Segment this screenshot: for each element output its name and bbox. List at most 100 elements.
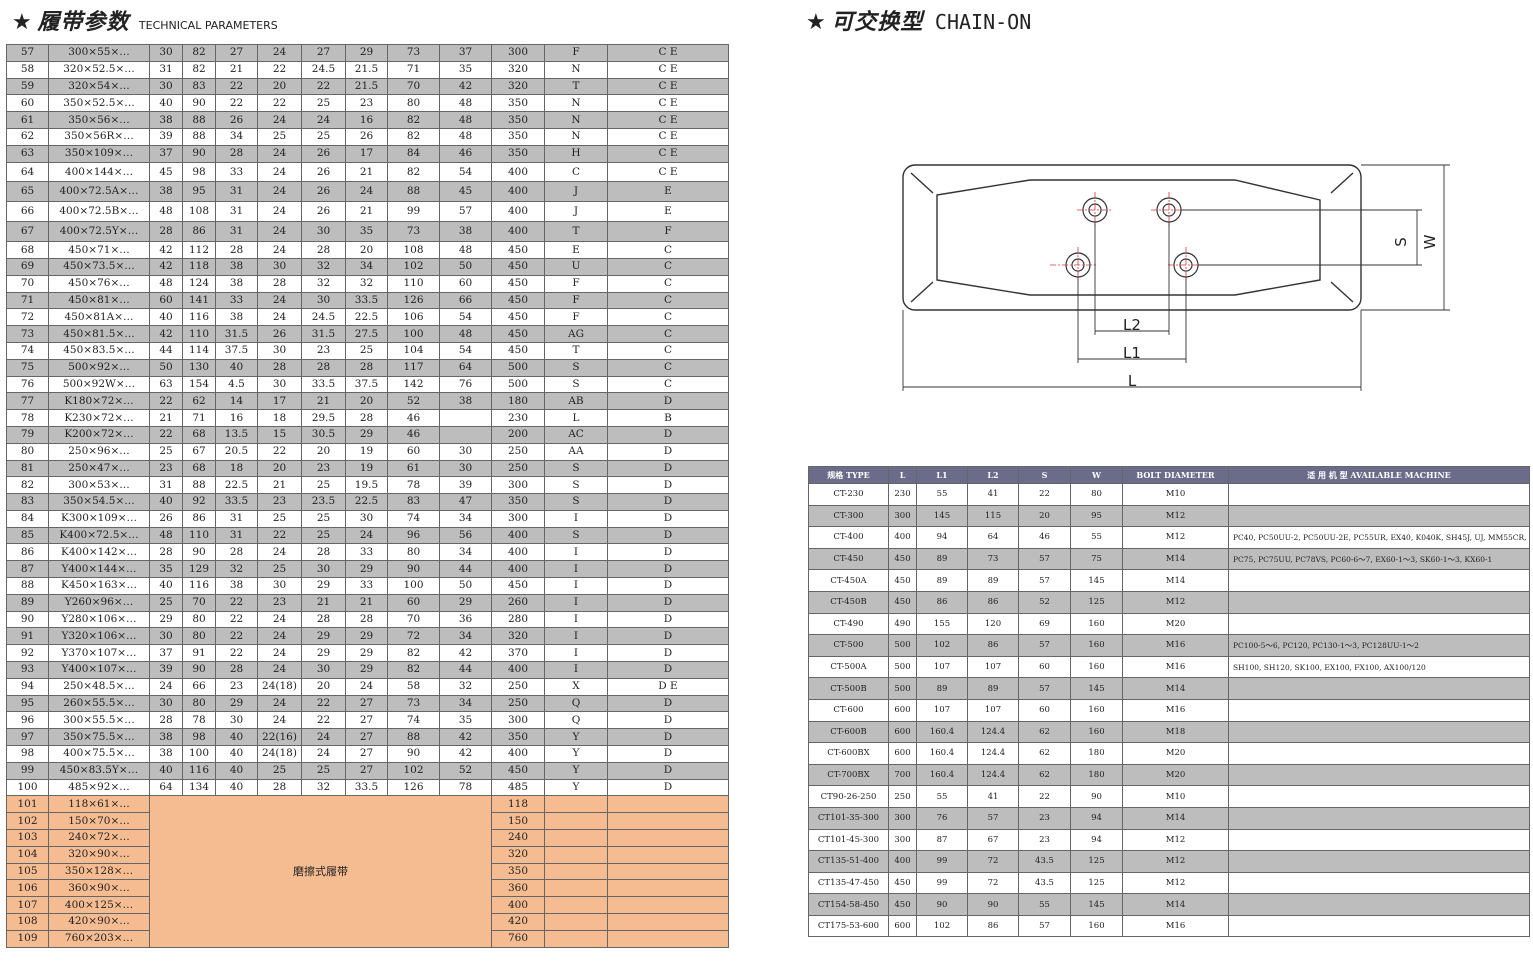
table-cell: Y400×107×… bbox=[48, 661, 150, 679]
table-cell: 22 bbox=[257, 60, 302, 79]
table-cell: 26 bbox=[301, 181, 346, 203]
table-cell: 102 bbox=[387, 257, 440, 276]
table-cell: 38 bbox=[215, 274, 258, 293]
table-cell: 46 bbox=[387, 425, 440, 444]
table-cell: 29 bbox=[345, 627, 388, 646]
table-cell: I bbox=[544, 543, 608, 562]
table-cell: 500×92W×… bbox=[48, 375, 150, 394]
table-cell: M16 bbox=[1122, 634, 1229, 657]
machine-cell: PC100-5～6, PC120, PC130-1～3, PC128UU-1～2 bbox=[1228, 634, 1530, 657]
table-cell: 33 bbox=[345, 577, 388, 595]
table-cell: CT-230 bbox=[808, 483, 889, 506]
table-cell: 55 bbox=[916, 483, 968, 506]
table-cell: 25 bbox=[301, 127, 346, 146]
table-cell: 142 bbox=[387, 375, 440, 394]
table-cell: 25 bbox=[257, 560, 302, 579]
table-cell: 86 bbox=[967, 590, 1019, 614]
table-cell: 42 bbox=[149, 325, 183, 343]
table-cell: 48 bbox=[439, 111, 492, 129]
table-cell: 115 bbox=[967, 504, 1019, 528]
table-cell: 76 bbox=[6, 375, 49, 394]
table-cell: 40 bbox=[215, 778, 258, 797]
table-cell: 250×48.5×… bbox=[48, 677, 150, 696]
table-cell: D bbox=[607, 392, 729, 411]
table-cell: 107 bbox=[967, 655, 1019, 679]
table-cell: 200 bbox=[491, 425, 545, 444]
table-cell: CT-490 bbox=[808, 612, 889, 636]
table-cell: 33.5 bbox=[215, 493, 258, 511]
table-cell: 26 bbox=[301, 161, 346, 183]
table-cell: 90 bbox=[387, 560, 440, 579]
table-cell: 22 bbox=[215, 77, 258, 96]
table-cell bbox=[607, 845, 729, 864]
table-cell: 44 bbox=[439, 560, 492, 579]
table-cell: D bbox=[607, 728, 729, 747]
table-cell: 24 bbox=[257, 627, 302, 646]
table-cell: K300×109×… bbox=[48, 509, 150, 528]
machine-cell bbox=[1228, 698, 1530, 722]
table-cell: 450 bbox=[491, 241, 545, 259]
table-cell: D bbox=[607, 526, 729, 545]
table-cell: 57 bbox=[967, 806, 1019, 830]
table-cell: 23 bbox=[301, 459, 346, 478]
table-cell: 34 bbox=[439, 694, 492, 713]
table-cell: 27 bbox=[345, 694, 388, 713]
table-cell: 300 bbox=[491, 44, 545, 62]
table-cell: 250 bbox=[491, 459, 545, 478]
table-cell: 25 bbox=[257, 127, 302, 146]
table-cell: 450×76×… bbox=[48, 274, 150, 293]
table-cell: C E bbox=[607, 144, 729, 163]
table-cell: 95 bbox=[182, 181, 216, 203]
table-cell: 29 bbox=[149, 610, 183, 629]
table-cell: 38 bbox=[149, 745, 183, 763]
table-cell: 129 bbox=[182, 560, 216, 579]
table-cell bbox=[544, 812, 608, 831]
table-cell: 145 bbox=[1070, 893, 1123, 916]
table-cell: 29 bbox=[301, 627, 346, 646]
machine-cell bbox=[1228, 850, 1530, 873]
table-cell: C bbox=[607, 241, 729, 259]
table-cell: 78 bbox=[387, 476, 440, 495]
table-cell: 72 bbox=[387, 627, 440, 646]
table-cell: 90 bbox=[6, 610, 49, 629]
table-cell: 96 bbox=[6, 711, 49, 730]
table-cell: 116 bbox=[182, 761, 216, 780]
table-cell: 400×125×… bbox=[48, 896, 150, 915]
table-cell: 80 bbox=[6, 442, 49, 461]
table-cell: 40 bbox=[149, 761, 183, 780]
table-cell: 420 bbox=[491, 913, 545, 931]
table-cell: B bbox=[607, 409, 729, 427]
table-cell: D bbox=[607, 476, 729, 495]
table-cell: 450×71×… bbox=[48, 241, 150, 259]
table-cell: 79 bbox=[6, 425, 49, 444]
table-cell: 490 bbox=[888, 612, 917, 636]
params-title: ★ 履带参数 TECHNICAL PARAMETERS bbox=[12, 4, 278, 36]
table-cell: 90 bbox=[967, 893, 1019, 916]
table-cell: 26 bbox=[215, 111, 258, 129]
table-cell: 32 bbox=[301, 778, 346, 797]
table-cell: 41 bbox=[967, 785, 1019, 808]
table-cell: 28 bbox=[301, 358, 346, 377]
table-cell: 24 bbox=[257, 241, 302, 259]
table-cell: 16 bbox=[345, 111, 388, 129]
table-cell: 26 bbox=[257, 325, 302, 343]
table-cell: C bbox=[544, 161, 608, 183]
table-cell: 300×53×… bbox=[48, 476, 150, 495]
table-cell: 74 bbox=[387, 711, 440, 730]
table-cell bbox=[544, 929, 608, 948]
table-cell: 88 bbox=[182, 127, 216, 146]
table-cell: 24(18) bbox=[257, 677, 302, 696]
table-cell: 89 bbox=[916, 569, 968, 592]
table-cell: 250×47×… bbox=[48, 459, 150, 478]
table-cell: C E bbox=[607, 44, 729, 62]
